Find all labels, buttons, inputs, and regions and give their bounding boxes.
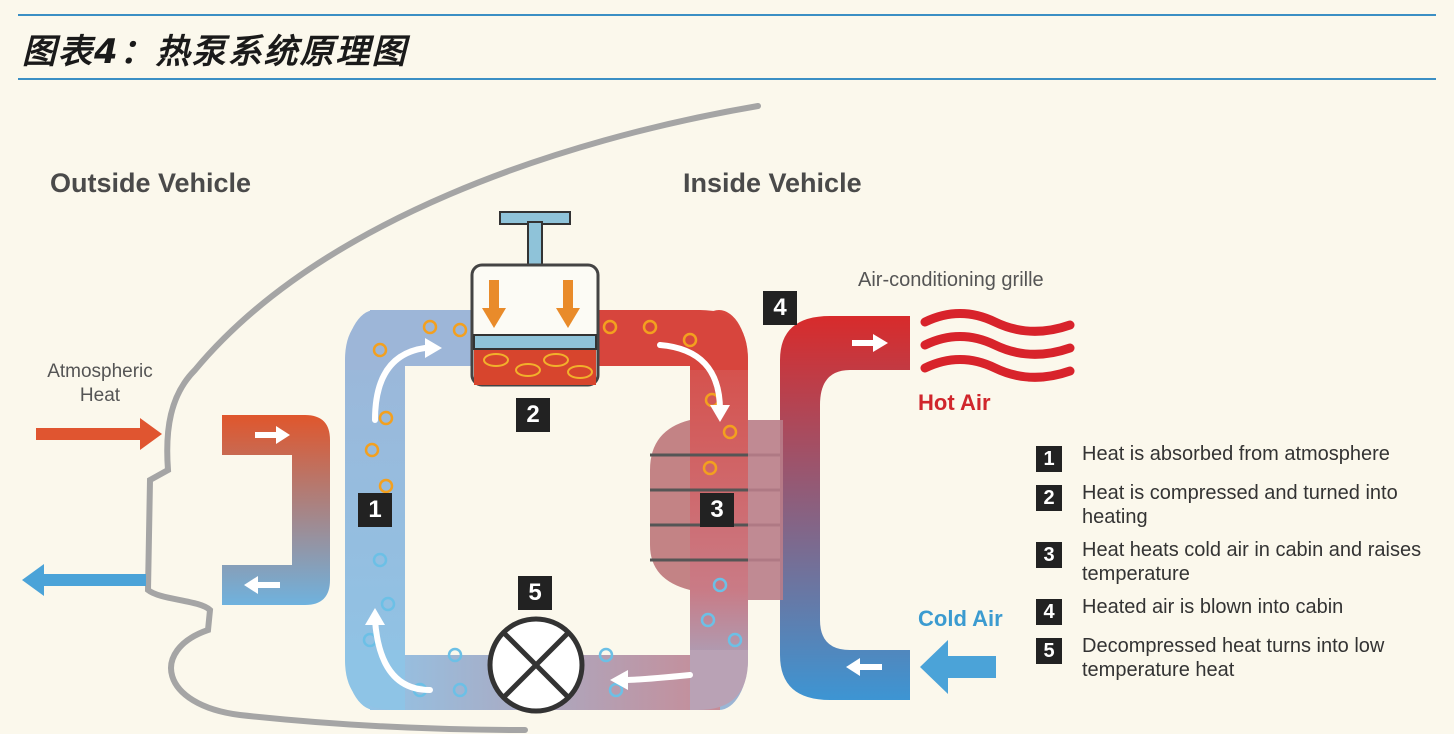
title-rule [18,78,1436,80]
legend-num: 5 [1036,638,1062,664]
legend-num: 3 [1036,542,1062,568]
badge-4: 4 [763,291,797,325]
compressor-bubbles [483,353,593,379]
legend-num: 4 [1036,599,1062,625]
refrigerant-bubbles-cool [362,552,743,698]
outside-duct [222,415,330,605]
legend-num: 2 [1036,485,1062,511]
legend: 1 Heat is absorbed from atmosphere 2 Hea… [1036,442,1446,691]
exhaust-cold-arrow [22,564,146,596]
atmospheric-heat-label: Atmospheric Heat [47,361,153,406]
figure-title: 图表4：热泵系统原理图 [22,32,408,72]
legend-num: 1 [1036,446,1062,472]
inside-duct [780,316,910,700]
hot-air-waves [920,309,1075,382]
legend-item: 2 Heat is compressed and turned into hea… [1036,481,1446,529]
atmospheric-heat-arrow [36,418,162,450]
refrigerant-bubbles-warm [364,319,738,494]
condenser-fin [650,420,690,590]
cold-air-label: Cold Air [918,606,1003,631]
hot-air-label: Hot Air [918,390,991,415]
outside-vehicle-label: Outside Vehicle [50,168,252,198]
legend-text: Heat is compressed and turned into heati… [1082,482,1398,528]
legend-text: Heated air is blown into cabin [1082,596,1344,618]
loop-top-right-corner [690,310,748,370]
legend-item: 5 Decompressed heat turns into low tempe… [1036,634,1446,682]
cold-air-arrow [920,640,996,694]
duct-arrows [244,334,888,676]
car-body-outline [144,103,761,733]
badge-1: 1 [358,493,392,527]
loop-bottom-left-corner [345,650,405,710]
compressor-arrows [482,280,580,328]
loop-top-left-corner [345,310,405,370]
badge-5: 5 [518,576,552,610]
top-rule [18,14,1436,16]
legend-item: 3 Heat heats cold air in cabin and raise… [1036,538,1446,586]
grille-label: Air-conditioning grille [858,269,1044,291]
loop-bottom-right-corner [690,650,748,710]
inside-duct-link [748,420,783,600]
legend-item: 4 Heated air is blown into cabin [1036,595,1446,625]
compressor-chamber [474,350,596,385]
legend-text: Decompressed heat turns into low tempera… [1082,635,1385,681]
badge-3: 3 [700,493,734,527]
inside-vehicle-label: Inside Vehicle [683,168,862,198]
flow-arrowheads [365,338,730,690]
legend-text: Heat is absorbed from atmosphere [1082,443,1390,465]
legend-item: 1 Heat is absorbed from atmosphere [1036,442,1446,472]
compressor-piston [473,334,597,350]
legend-text: Heat heats cold air in cabin and raises … [1082,539,1422,585]
badge-2: 2 [516,398,550,432]
flow-arrows [372,342,723,693]
